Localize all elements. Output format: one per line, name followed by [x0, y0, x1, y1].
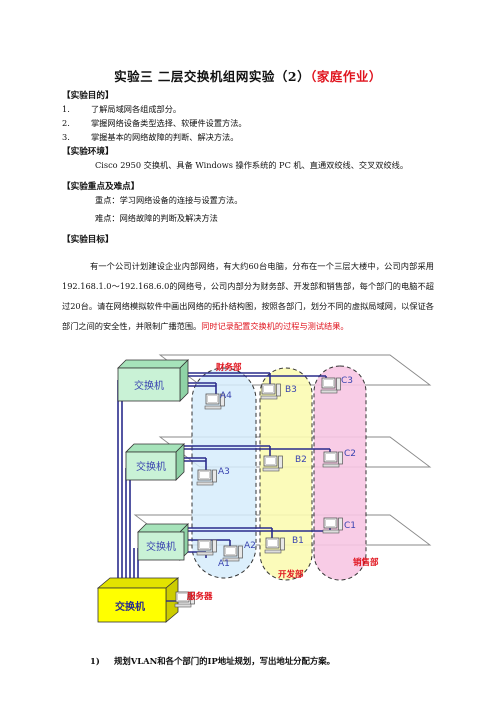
environment-text: Cisco 2950 交换机、具备 Windows 操作系统的 PC 机、直通双…	[95, 160, 409, 170]
switch-label: 交换机	[146, 540, 176, 553]
section-heading-keypoints: 【实验重点及难点】	[62, 182, 140, 192]
server-label: 服务器	[187, 591, 213, 602]
pc-label-b2: B2	[295, 455, 307, 465]
purpose-item: 3.掌握基本的网络故障的判断、解决方法。	[62, 132, 239, 142]
pc-label-a3: A3	[218, 467, 230, 477]
section-heading-environment: 【实验环境】	[62, 147, 114, 157]
floor-switch-bottom: 交换机	[137, 523, 189, 561]
keypoint-difficulty: 难点：网络故障的判断及解决方法	[95, 213, 218, 223]
core-switch: 交换机	[96, 577, 180, 623]
section-heading-goal: 【实验目标】	[62, 235, 114, 245]
core-switch-label: 交换机	[115, 600, 145, 613]
purpose-item: 1.了解局域网各组成部分。	[62, 104, 182, 114]
switch-label: 交换机	[134, 379, 164, 392]
goal-paragraph: 有一个公司计划建设企业内部网络，有大约60台电脑，分布在一个三层大楼中，公司内部…	[62, 261, 434, 331]
pc-label-a2: A2	[244, 541, 256, 551]
pc-label-b3: B3	[285, 385, 297, 395]
floor-switch-top: 交换机	[117, 359, 189, 402]
keypoint-focus: 重点：学习网络设备的连接与设置方法。	[95, 195, 243, 205]
finance-vlan-zone	[191, 367, 257, 579]
floor-switch-middle: 交换机	[125, 443, 185, 481]
pc-label-c3: C3	[341, 376, 353, 386]
page-title: 实验三 二层交换机组网实验（2）（家庭作业）	[114, 69, 382, 84]
floor-plane-middle	[158, 436, 432, 468]
pc-label-a1: A1	[218, 559, 230, 569]
pc-label-c1: C1	[344, 521, 356, 531]
pc-label-b1: B1	[292, 536, 304, 546]
dev-vlan-zone	[259, 367, 313, 581]
switch-label: 交换机	[136, 460, 166, 473]
purpose-item: 2.掌握网络设备类型选择、软硬件设置方法。	[62, 118, 247, 128]
goal-paragraph-red: 同时记录配置交换机的过程与测试结果。	[201, 321, 349, 331]
pc-label-a4: A4	[220, 391, 232, 401]
dept-finance-label: 财务部	[215, 362, 242, 373]
dept-dev-label: 开发部	[278, 569, 304, 580]
dept-sales-label: 销售部	[353, 557, 379, 568]
pc-label-c2: C2	[344, 449, 356, 459]
trunk-links	[117, 380, 139, 582]
title-highlight: （家庭作业）	[310, 69, 382, 84]
section-heading-purpose: 【实验目的】	[62, 91, 114, 101]
question-1: 1)规划VLAN和各个部门的IP地址规划，写出地址分配方案。	[90, 656, 336, 666]
sales-vlan-zone	[313, 365, 367, 581]
